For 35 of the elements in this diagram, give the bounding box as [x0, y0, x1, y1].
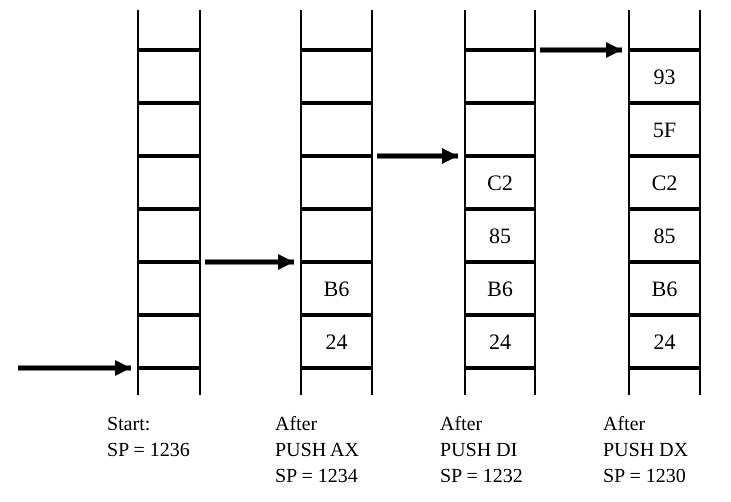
stack-pointer-arrow [377, 148, 458, 164]
stack-caption: After [275, 412, 318, 437]
stack-caption: SP = 1234 [275, 464, 359, 489]
cell-value: 85 [654, 222, 676, 248]
stack-column [464, 10, 536, 395]
stack-pointer-arrow [540, 42, 622, 58]
stack-caption: SP = 1236 [107, 438, 190, 463]
cell-value: 24 [489, 328, 511, 354]
cell-value: B6 [487, 276, 513, 302]
stack-caption: SP = 1230 [603, 464, 687, 489]
stack-caption: SP = 1232 [440, 464, 523, 489]
cell-value: C2 [652, 170, 678, 196]
stack-column [300, 10, 373, 395]
cell-value: 24 [326, 328, 348, 354]
stack-caption: PUSH DX [603, 438, 688, 463]
stack-pointer-arrow [205, 254, 294, 270]
stack-caption: After [603, 412, 646, 437]
memory-cell [630, 313, 699, 370]
stack-pointer-arrow [18, 360, 131, 376]
cell-value: 93 [654, 64, 676, 90]
cell-value: C2 [487, 170, 513, 196]
memory-cell [466, 313, 534, 370]
stack-caption: PUSH DI [440, 438, 518, 463]
memory-cell [139, 313, 199, 370]
cell-value: 24 [654, 328, 676, 354]
cell-value: B6 [324, 276, 350, 302]
cell-value: 85 [489, 222, 511, 248]
cell-value: 5F [652, 116, 676, 142]
stack-caption: PUSH AX [275, 438, 359, 463]
stack-caption: Start: [107, 412, 152, 437]
cell-value: B6 [652, 276, 678, 302]
stack-column [628, 10, 701, 395]
stack-column [137, 10, 201, 395]
stack-caption: After [440, 412, 484, 437]
memory-cell [302, 313, 371, 370]
